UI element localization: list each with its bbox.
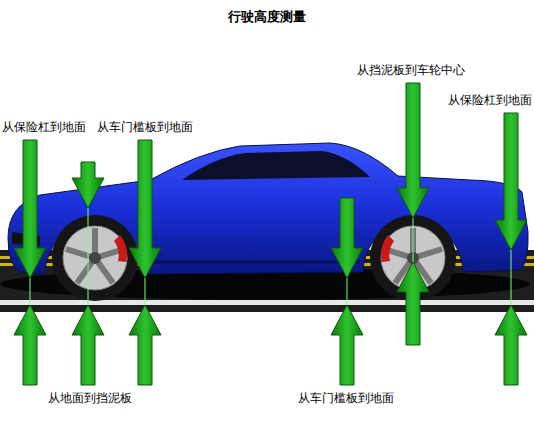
- measure-lines: [30, 208, 511, 305]
- measure-label: 从挡泥板到车轮中心: [357, 63, 465, 78]
- car-window: [182, 151, 370, 180]
- tire: [52, 215, 138, 301]
- measure-label: 从保险杠到地面: [448, 93, 532, 108]
- measure-label: 从车门槛板到地面: [97, 120, 193, 135]
- spokes: [66, 228, 124, 283]
- measure-label: 从地面到挡泥板: [48, 391, 132, 406]
- rim: [63, 226, 127, 290]
- measure-label: 从保险杠到地面: [2, 120, 86, 135]
- measure-arrows: [14, 83, 527, 385]
- road-line: [0, 300, 534, 305]
- diagram-title: 行驶高度测量: [228, 9, 306, 24]
- hub: [89, 252, 101, 264]
- caliper: [114, 235, 127, 262]
- caliper: [381, 235, 394, 262]
- sill: [150, 261, 360, 264]
- measure-label: 从车门槛板到地面: [298, 391, 394, 406]
